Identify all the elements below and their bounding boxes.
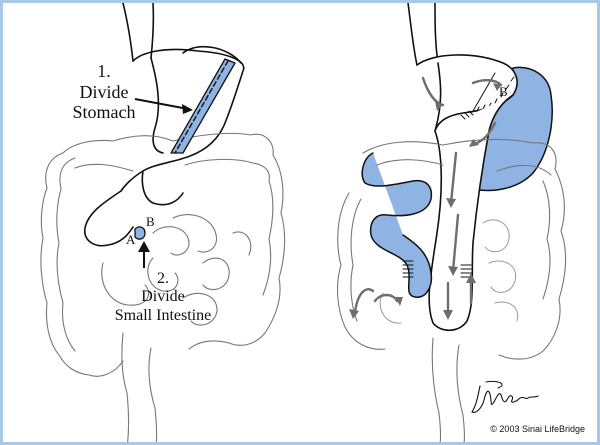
- arrow-up-icon: [138, 241, 150, 268]
- arrow-right-icon: [135, 99, 193, 114]
- step1-line1: Divide: [69, 82, 139, 103]
- step2-number: 2.: [108, 270, 218, 288]
- step1-line2: Stomach: [69, 102, 139, 123]
- step2-line1: Divide: [108, 288, 218, 306]
- esophagus-left: [123, 3, 133, 61]
- artist-signature: [468, 378, 548, 418]
- copyright-notice: © 2003 Sinai LifeBridge: [490, 424, 585, 434]
- point-b-label: B: [146, 214, 155, 230]
- stomach-division-strip: [171, 59, 235, 153]
- step2-label: 2. Divide Small Intestine: [108, 270, 218, 325]
- colon-left: [41, 153, 89, 375]
- point-b-right-label: B: [499, 84, 508, 100]
- point-a-label: A: [126, 232, 135, 248]
- biliopancreatic-limb: [362, 153, 431, 297]
- step1-number: 1.: [69, 61, 139, 82]
- step2-line2: Small Intestine: [108, 307, 218, 325]
- step1-label: 1. Divide Stomach: [69, 61, 139, 123]
